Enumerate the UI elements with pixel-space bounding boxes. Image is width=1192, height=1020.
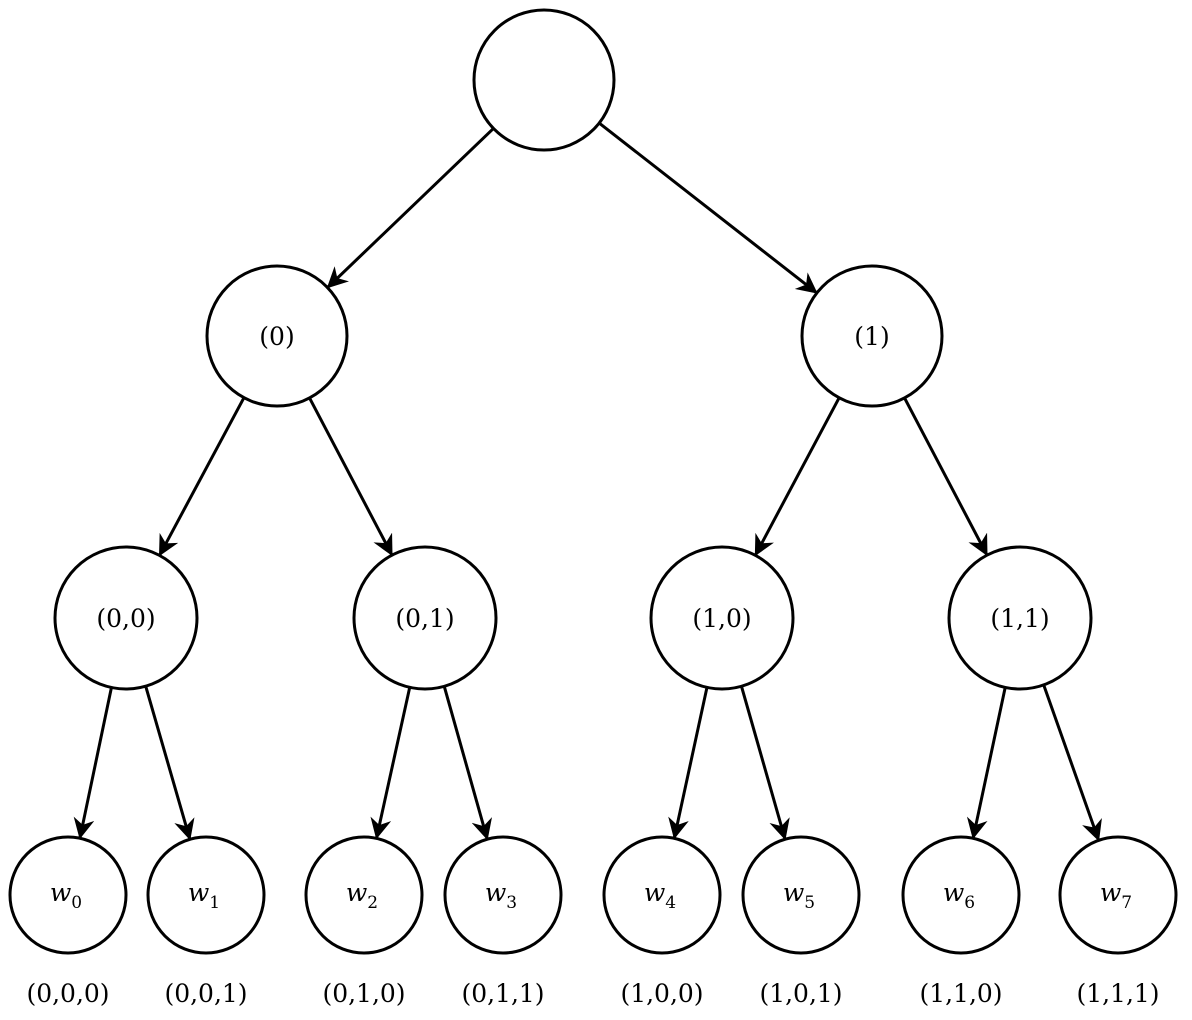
leaf-node-4-label: w4 xyxy=(644,878,676,913)
level2-node-1-circle xyxy=(352,545,498,691)
leaf-node-1: w1 xyxy=(146,835,266,955)
level2-node-3: (1,1) xyxy=(947,545,1093,691)
leaf-index: 6 xyxy=(964,893,975,913)
leaf-symbol: w xyxy=(50,878,71,907)
leaf-code-2: (0,1,0) xyxy=(322,979,405,1008)
level1-node-1-label: (1) xyxy=(854,322,889,351)
leaf-symbol: w xyxy=(485,878,506,907)
leaf-node-7: w7 xyxy=(1058,835,1178,955)
leaf-index: 5 xyxy=(804,893,815,913)
leaf-node-6-label: w6 xyxy=(943,878,975,913)
leaf-node-3: w3 xyxy=(443,835,563,955)
level1-node-0: (0) xyxy=(205,264,349,408)
leaf-index: 4 xyxy=(665,893,676,913)
edge-level2-to-leaf-6 xyxy=(966,687,1007,840)
level1-node-0-circle xyxy=(205,264,349,408)
leaf-index: 0 xyxy=(71,893,82,913)
level2-node-0: (0,0) xyxy=(53,545,199,691)
level1-node-0-label: (0) xyxy=(259,322,294,351)
leaf-node-1-circle xyxy=(146,835,266,955)
leaf-node-2-circle xyxy=(304,835,424,955)
leaf-code-6: (1,1,0) xyxy=(919,979,1002,1008)
leaf-codes-layer: (0,0,0) (0,0,1) (0,1,0) (0,1,1) (1,0,0) (1,0,… xyxy=(26,979,1159,1008)
edge-level1-to-level2-3 xyxy=(903,397,988,557)
leaf-symbol: w xyxy=(943,878,964,907)
edges-layer xyxy=(73,121,1102,842)
edge-level1-to-level2-1 xyxy=(308,397,393,557)
leaf-index: 3 xyxy=(506,893,517,913)
leaf-symbol: w xyxy=(644,878,665,907)
level1-node-1: (1) xyxy=(800,264,944,408)
root-node xyxy=(472,8,616,152)
leaf-node-2: w2 xyxy=(304,835,424,955)
leaf-code-4: (1,0,0) xyxy=(620,979,703,1008)
leaf-node-6-circle xyxy=(901,835,1021,955)
edge-level2-to-leaf-2 xyxy=(370,687,412,840)
level2-node-2-label: (1,0) xyxy=(692,604,751,633)
leaf-code-7: (1,1,1) xyxy=(1076,979,1159,1008)
leaf-node-0-label: w0 xyxy=(50,878,82,913)
leaf-index: 1 xyxy=(209,893,220,913)
leaf-symbol: w xyxy=(1100,878,1121,907)
edge-root-to-0 xyxy=(326,127,495,289)
root-node-circle xyxy=(472,8,616,152)
edge-level2-to-leaf-5 xyxy=(740,685,790,841)
level2-node-0-label: (0,0) xyxy=(96,604,155,633)
leaf-symbol: w xyxy=(188,878,209,907)
leaf-node-0: w0 xyxy=(8,835,128,955)
leaf-node-5-circle xyxy=(741,835,861,955)
leaf-code-1: (0,0,1) xyxy=(164,979,247,1008)
edge-level2-to-leaf-4 xyxy=(668,687,709,840)
level1-node-1-circle xyxy=(800,264,944,408)
edge-level1-to-level2-2 xyxy=(754,397,841,557)
level2-node-3-label: (1,1) xyxy=(990,604,1049,633)
leaf-node-3-label: w3 xyxy=(485,878,517,913)
leaf-symbol: w xyxy=(346,878,367,907)
leaf-node-6: w6 xyxy=(901,835,1021,955)
level2-node-3-circle xyxy=(947,545,1093,691)
leaf-node-5: w5 xyxy=(741,835,861,955)
leaf-code-0: (0,0,0) xyxy=(26,979,109,1008)
leaf-node-1-label: w1 xyxy=(188,878,220,913)
leaf-code-5: (1,0,1) xyxy=(759,979,842,1008)
leaf-node-3-circle xyxy=(443,835,563,955)
edge-level2-to-leaf-3 xyxy=(442,685,492,841)
level2-node-0-circle xyxy=(53,545,199,691)
edge-level2-to-leaf-0 xyxy=(73,687,113,840)
leaf-index: 7 xyxy=(1121,893,1132,913)
leaf-node-7-circle xyxy=(1058,835,1178,955)
level2-node-2: (1,0) xyxy=(649,545,795,691)
leaf-symbol: w xyxy=(783,878,804,907)
leaf-node-7-label: w7 xyxy=(1100,878,1132,913)
leaf-node-5-label: w5 xyxy=(783,878,815,913)
leaf-index: 2 xyxy=(367,893,378,913)
level2-node-1-label: (0,1) xyxy=(395,604,454,633)
edge-root-to-1 xyxy=(598,121,818,294)
leaf-node-2-label: w2 xyxy=(346,878,378,913)
level2-node-2-circle xyxy=(649,545,795,691)
level2-node-1: (0,1) xyxy=(352,545,498,691)
leaf-node-4: w4 xyxy=(602,835,722,955)
leaf-code-3: (0,1,1) xyxy=(461,979,544,1008)
edge-level2-to-leaf-7 xyxy=(1042,684,1102,842)
leaf-node-4-circle xyxy=(602,835,722,955)
edge-level1-to-level2-0 xyxy=(158,397,246,557)
edge-level2-to-leaf-1 xyxy=(144,685,195,841)
leaf-node-0-circle xyxy=(8,835,128,955)
